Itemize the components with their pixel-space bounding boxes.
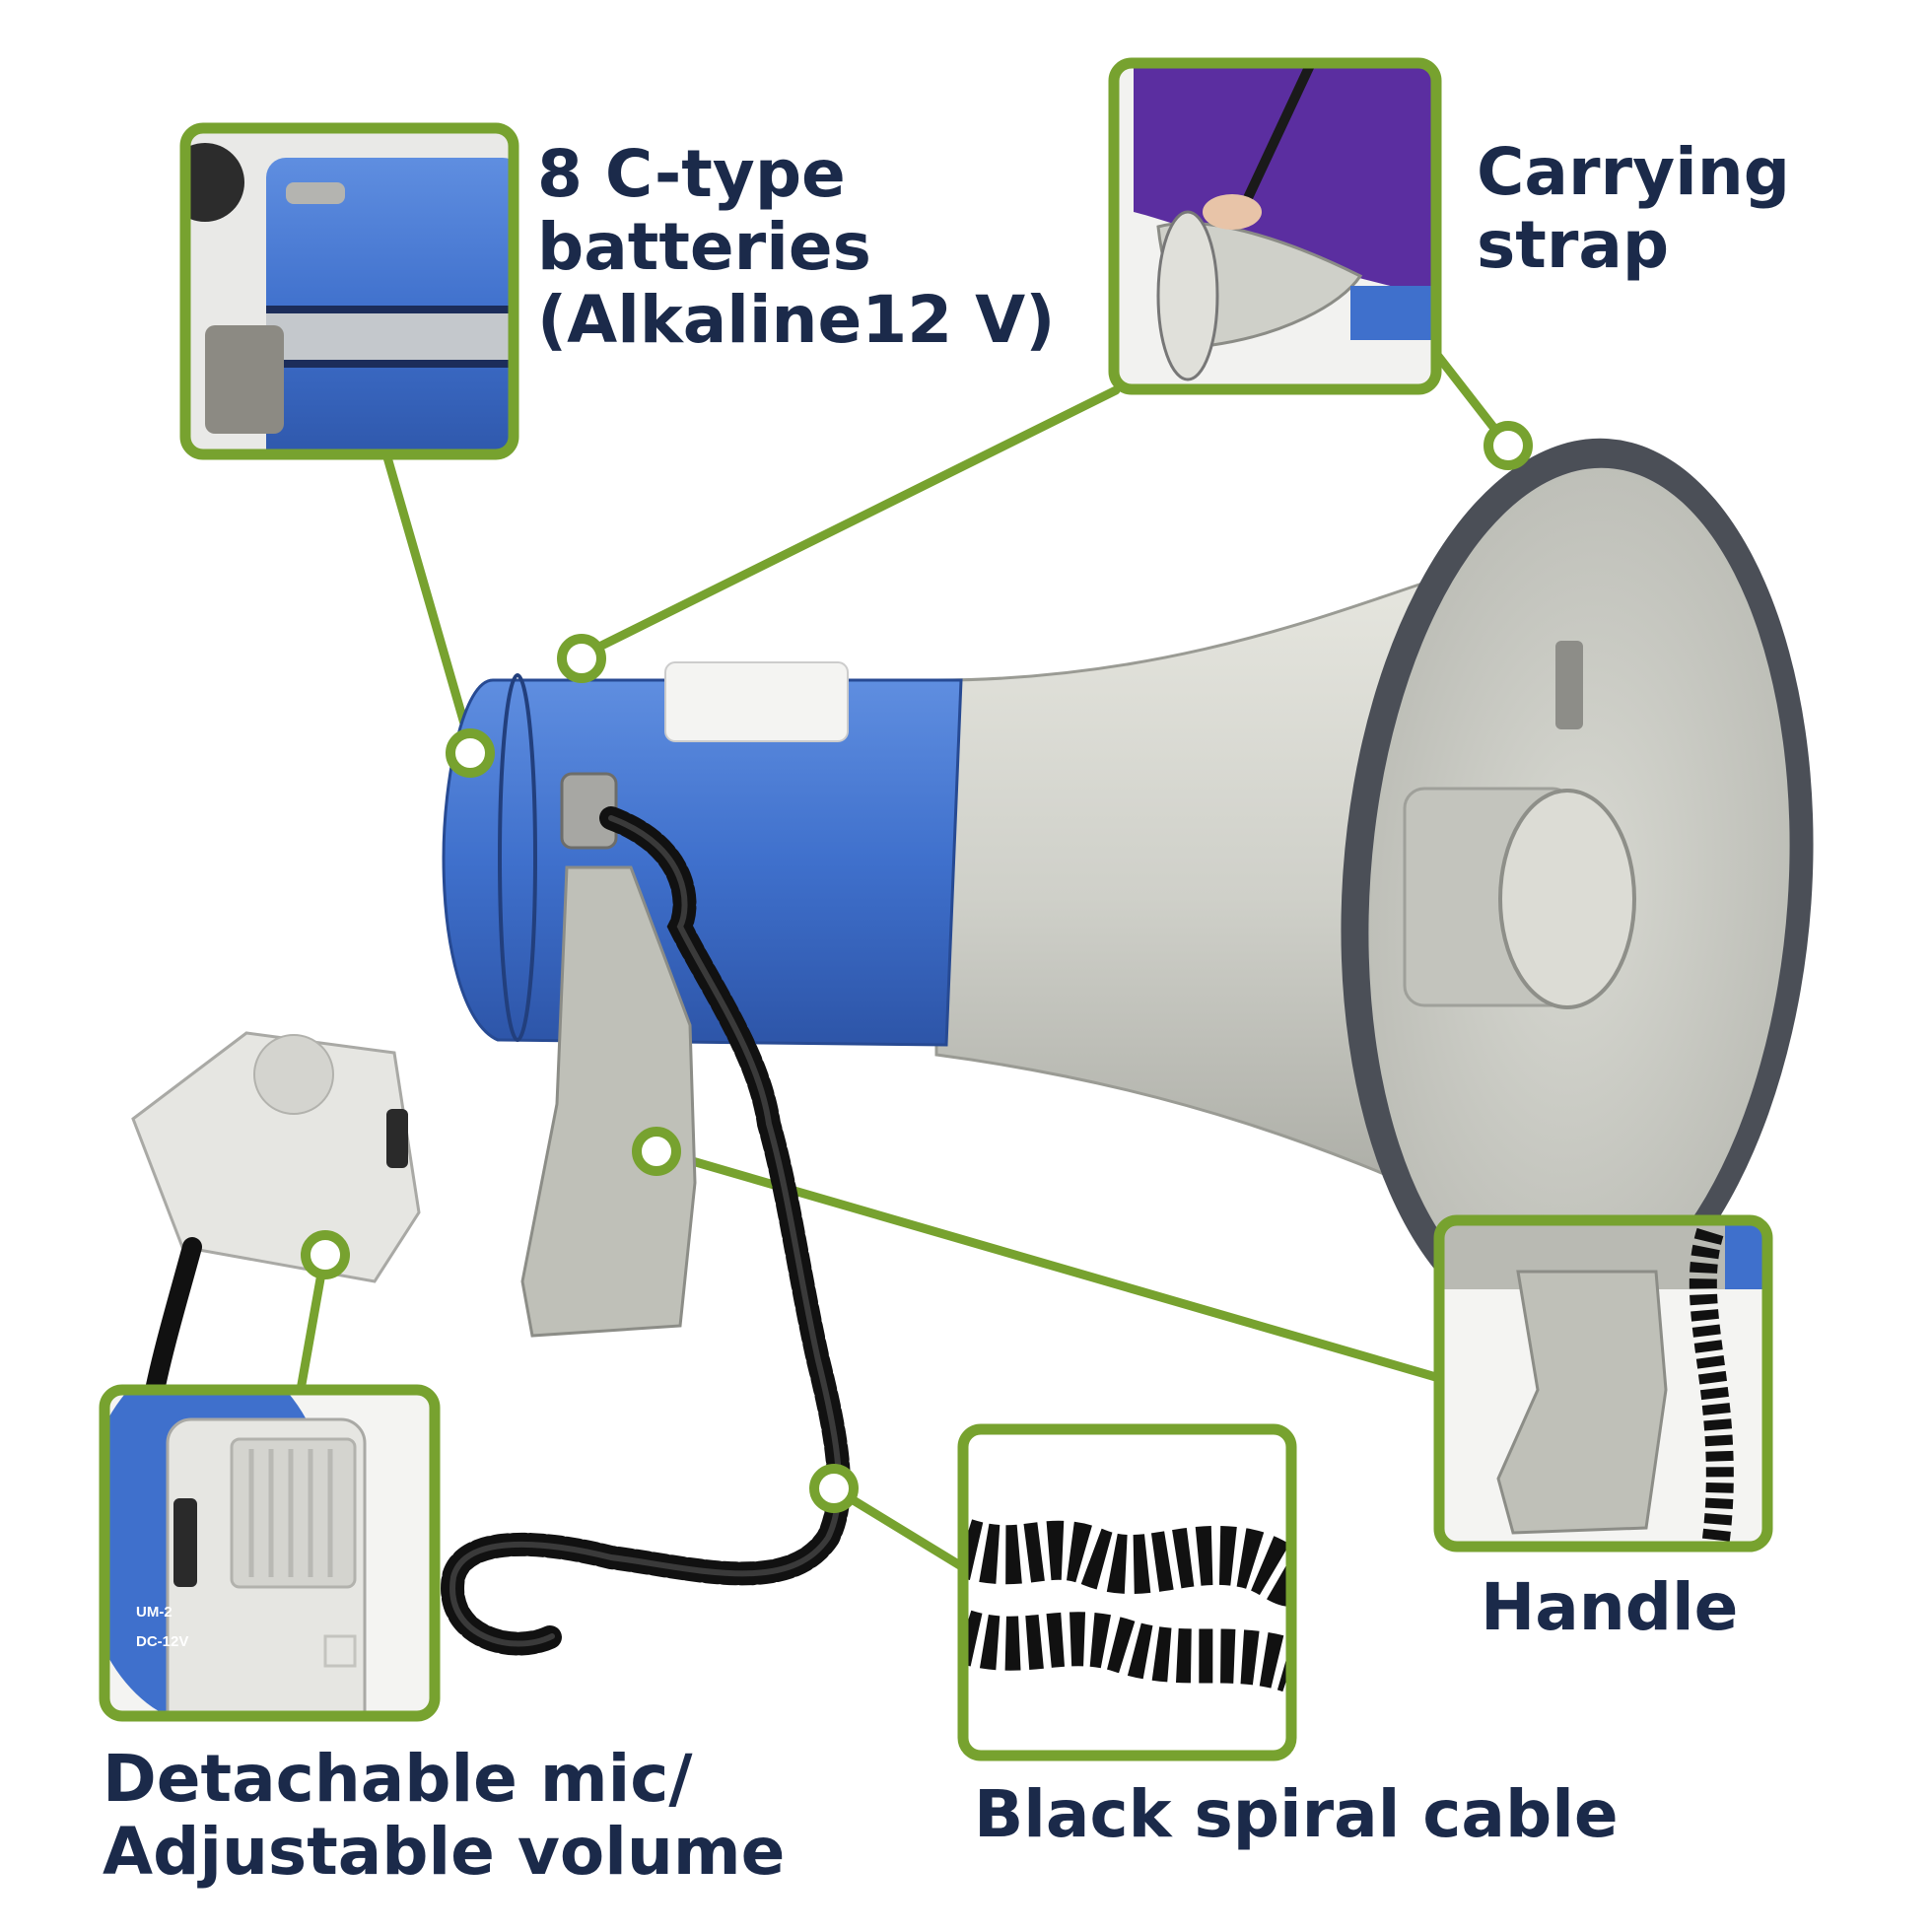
marker-handle — [632, 1127, 681, 1176]
label-handle: Handle — [1481, 1571, 1738, 1644]
inset-cable — [957, 1423, 1297, 1761]
driver-cap — [1498, 789, 1636, 1009]
megaphone-main — [131, 438, 1814, 1656]
bell-clip — [1555, 641, 1583, 729]
label-cable-line-1: Black spiral cable — [974, 1776, 1619, 1852]
label-handle-line-1: Handle — [1481, 1569, 1739, 1645]
connector-cable — [829, 1484, 968, 1572]
mic-voltage-label: DC-12V — [136, 1633, 188, 1650]
label-strap-line-1: Carrying — [1477, 134, 1790, 210]
mic-cord — [143, 1237, 202, 1410]
mic-side-switch — [386, 1109, 408, 1168]
mic-speaker-grille — [253, 1034, 334, 1115]
label-strap: Carrying strap — [1477, 136, 1790, 282]
connector-strap — [577, 385, 1121, 660]
marker-cable — [809, 1464, 859, 1513]
label-batteries-line-3: (Alkaline12 V) — [537, 281, 1056, 358]
inset-strap — [1108, 57, 1442, 395]
label-batteries-line-2: batteries — [537, 208, 871, 285]
mic-model-label: UM-2 — [136, 1604, 172, 1621]
marker-mic — [301, 1230, 350, 1279]
label-strap-line-2: strap — [1477, 206, 1670, 283]
connector-batteries — [382, 452, 473, 742]
label-mic-line-1: Detachable mic/ — [103, 1741, 693, 1817]
barrel-seam — [498, 673, 537, 1042]
inset-mic: UM-2 DC-12V — [99, 1384, 441, 1722]
callout-markers — [301, 421, 1533, 1513]
label-batteries-line-1: 8 C-type — [537, 136, 846, 212]
marker-strap — [557, 634, 606, 683]
label-cable: Black spiral cable — [974, 1778, 1619, 1851]
label-mic-line-2: Adjustable volume — [103, 1813, 786, 1890]
megaphone-handle — [520, 865, 697, 1338]
inset-batteries — [179, 122, 519, 460]
barrel-label — [664, 661, 849, 742]
marker-strap-bell — [1484, 421, 1533, 470]
connector-mic — [296, 1252, 329, 1395]
marker-batteries — [446, 728, 495, 778]
label-batteries: 8 C-type batteries (Alkaline12 V) — [537, 138, 1055, 357]
label-mic: Detachable mic/ Adjustable volume — [103, 1743, 785, 1889]
inset-handle — [1433, 1214, 1773, 1552]
